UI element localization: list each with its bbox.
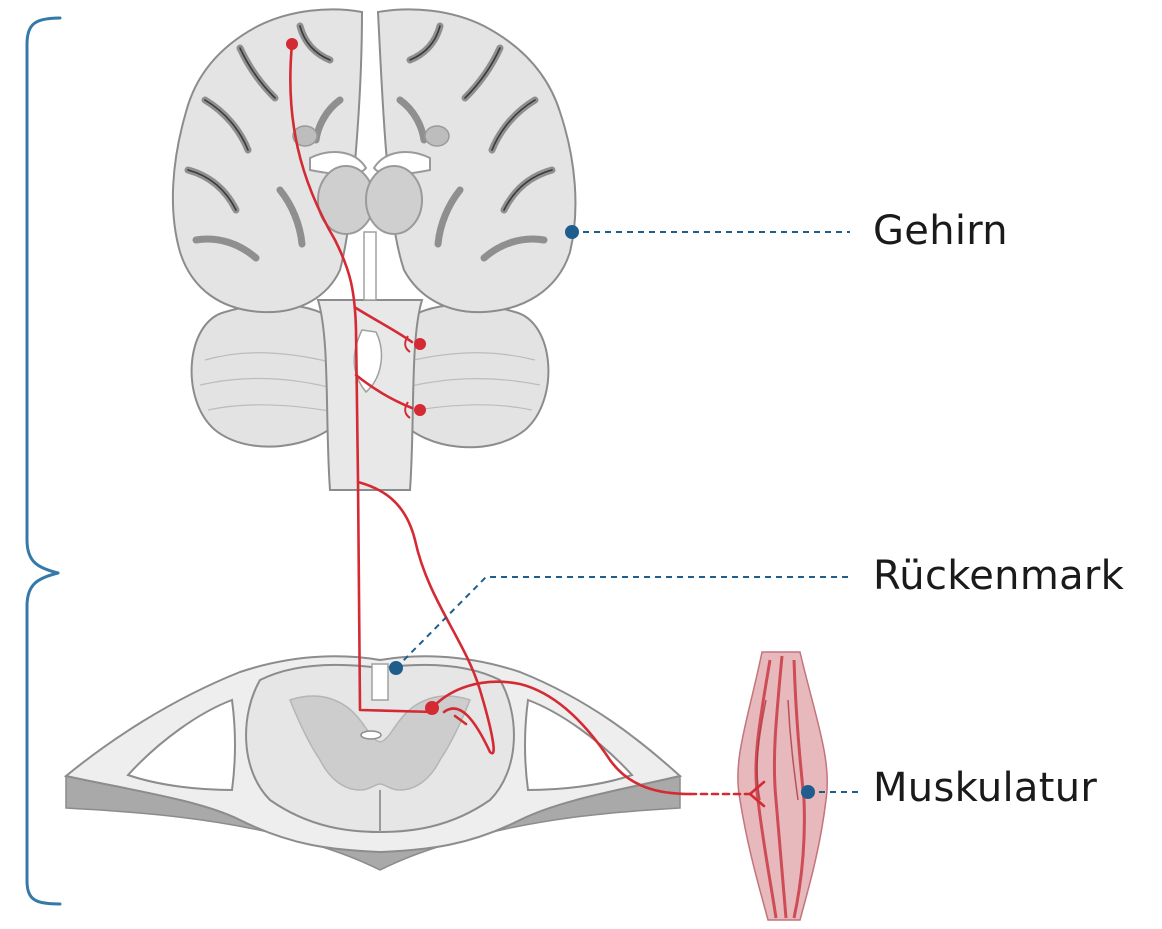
brain — [173, 9, 576, 490]
cerebellum-right — [395, 305, 548, 448]
cortex-neuron — [286, 38, 298, 50]
label-spinal-cord: Rückenmark — [873, 553, 1124, 599]
pointer-dot-muscle — [801, 785, 815, 799]
brain-bracket — [27, 18, 60, 573]
spinal-motor-neuron — [425, 701, 439, 715]
thalamus-right — [366, 166, 422, 234]
cerebellum — [192, 305, 345, 447]
label-brain: Gehirn — [873, 208, 1008, 254]
pointer-dot-brain — [565, 225, 579, 239]
brainstem — [318, 300, 422, 490]
muscle — [738, 652, 827, 920]
label-muscle: Muskulatur — [873, 765, 1097, 811]
brainstem-neuron-1 — [414, 338, 426, 350]
pointer-dot-spinal-cord — [389, 661, 403, 675]
spinal-cord-bracket — [27, 573, 60, 904]
spinal-cord-section — [66, 656, 680, 870]
brainstem-neuron-2 — [414, 404, 426, 416]
